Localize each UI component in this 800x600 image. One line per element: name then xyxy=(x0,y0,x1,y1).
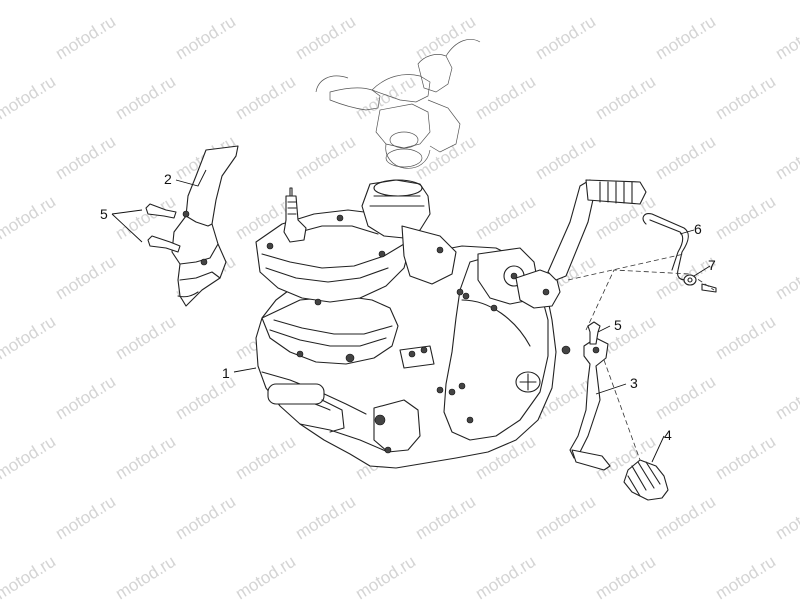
callout-3: 3 xyxy=(630,375,638,391)
callout-1: 1 xyxy=(222,365,230,381)
watermark-text: motod.ru xyxy=(772,252,800,304)
watermark-text: motod.ru xyxy=(52,492,119,544)
leader-lines xyxy=(111,169,711,463)
watermark-text: motod.ru xyxy=(0,312,59,364)
callout-5-right: 5 xyxy=(614,317,622,333)
watermark-text: motod.ru xyxy=(712,72,779,124)
watermark-text: motod.ru xyxy=(112,0,179,3)
watermark-text: motod.ru xyxy=(712,432,779,484)
watermark-text: motod.ru xyxy=(592,0,659,3)
assembly-guide-lines xyxy=(567,253,715,461)
watermark-text: motod.ru xyxy=(472,72,539,124)
watermark-text: motod.ru xyxy=(592,552,659,600)
watermark-text: motod.ru xyxy=(652,372,719,424)
watermark-text: motod.ru xyxy=(532,132,599,184)
watermark-text: motod.ru xyxy=(772,372,800,424)
watermark-text: motod.ru xyxy=(352,552,419,600)
carburetor-drawing xyxy=(315,39,481,169)
watermark-text: motod.ru xyxy=(532,492,599,544)
watermark-text: motod.ru xyxy=(232,552,299,600)
callout-labels: 2 5 1 5 3 4 6 7 xyxy=(100,171,716,443)
watermark-text: motod.ru xyxy=(352,0,419,3)
watermark-text: motod.ru xyxy=(292,492,359,544)
watermark-text: motod.ru xyxy=(652,12,719,64)
engine-drawing xyxy=(255,179,557,469)
watermark-text: motod.ru xyxy=(772,12,800,64)
watermark-text: motod.ru xyxy=(112,432,179,484)
watermark-text: motod.ru xyxy=(112,192,179,244)
watermark-text: motod.ru xyxy=(0,432,59,484)
sprocket-cover-drawing xyxy=(171,145,239,307)
watermark-text: motod.ru xyxy=(412,492,479,544)
watermark-text: motod.ru xyxy=(712,192,779,244)
shift-lever-drawing xyxy=(561,337,611,471)
watermark-text: motod.ru xyxy=(352,72,419,124)
watermark-text: motod.ru xyxy=(472,552,539,600)
watermark-text: motod.ru xyxy=(532,12,599,64)
watermark-text: motod.ru xyxy=(772,132,800,184)
watermark-text: motod.ru xyxy=(172,12,239,64)
watermark-text: motod.ru xyxy=(592,72,659,124)
callout-6: 6 xyxy=(694,221,702,237)
callout-4: 4 xyxy=(664,427,672,443)
watermark-text: motod.ru xyxy=(292,132,359,184)
watermark-text: motod.ru xyxy=(712,0,779,3)
watermark-text: motod.ru xyxy=(712,552,779,600)
watermark-text: motod.ru xyxy=(52,372,119,424)
watermark-text: motod.ru xyxy=(52,132,119,184)
watermark-text: motod.ru xyxy=(472,0,539,3)
kickstart-lever-drawing xyxy=(515,179,647,309)
watermark-text: motod.ru xyxy=(112,312,179,364)
watermark-text: motod.ru xyxy=(232,72,299,124)
watermark-text: motod.ru xyxy=(0,0,59,3)
watermark-text: motod.ru xyxy=(232,0,299,3)
watermark-text: motod.ru xyxy=(0,192,59,244)
callout-5-left: 5 xyxy=(100,206,108,222)
shift-rubber-drawing xyxy=(623,459,669,501)
watermark-text: motod.ru xyxy=(52,252,119,304)
watermark-text: motod.ru xyxy=(172,492,239,544)
bolt-right-drawing xyxy=(587,321,601,345)
watermark-text: motod.ru xyxy=(0,552,59,600)
callout-7: 7 xyxy=(708,257,716,273)
watermark-text: motod.ru xyxy=(472,192,539,244)
watermark-text: motod.ru xyxy=(292,12,359,64)
watermark-text: motod.ru xyxy=(232,432,299,484)
watermark-text: motod.ru xyxy=(52,12,119,64)
watermark-text: motod.ru xyxy=(712,312,779,364)
watermark-text: motod.ru xyxy=(652,132,719,184)
washer-bolt-drawing xyxy=(683,274,717,293)
spring-clip-drawing xyxy=(642,213,689,281)
bolts-left-drawing xyxy=(145,203,181,253)
watermark-text: motod.ru xyxy=(772,492,800,544)
watermark-text: motod.ru xyxy=(112,552,179,600)
watermark-text: motod.ru xyxy=(112,72,179,124)
watermark-text: motod.ru xyxy=(0,72,59,124)
callout-2: 2 xyxy=(164,171,172,187)
watermark-text: motod.ru xyxy=(652,492,719,544)
